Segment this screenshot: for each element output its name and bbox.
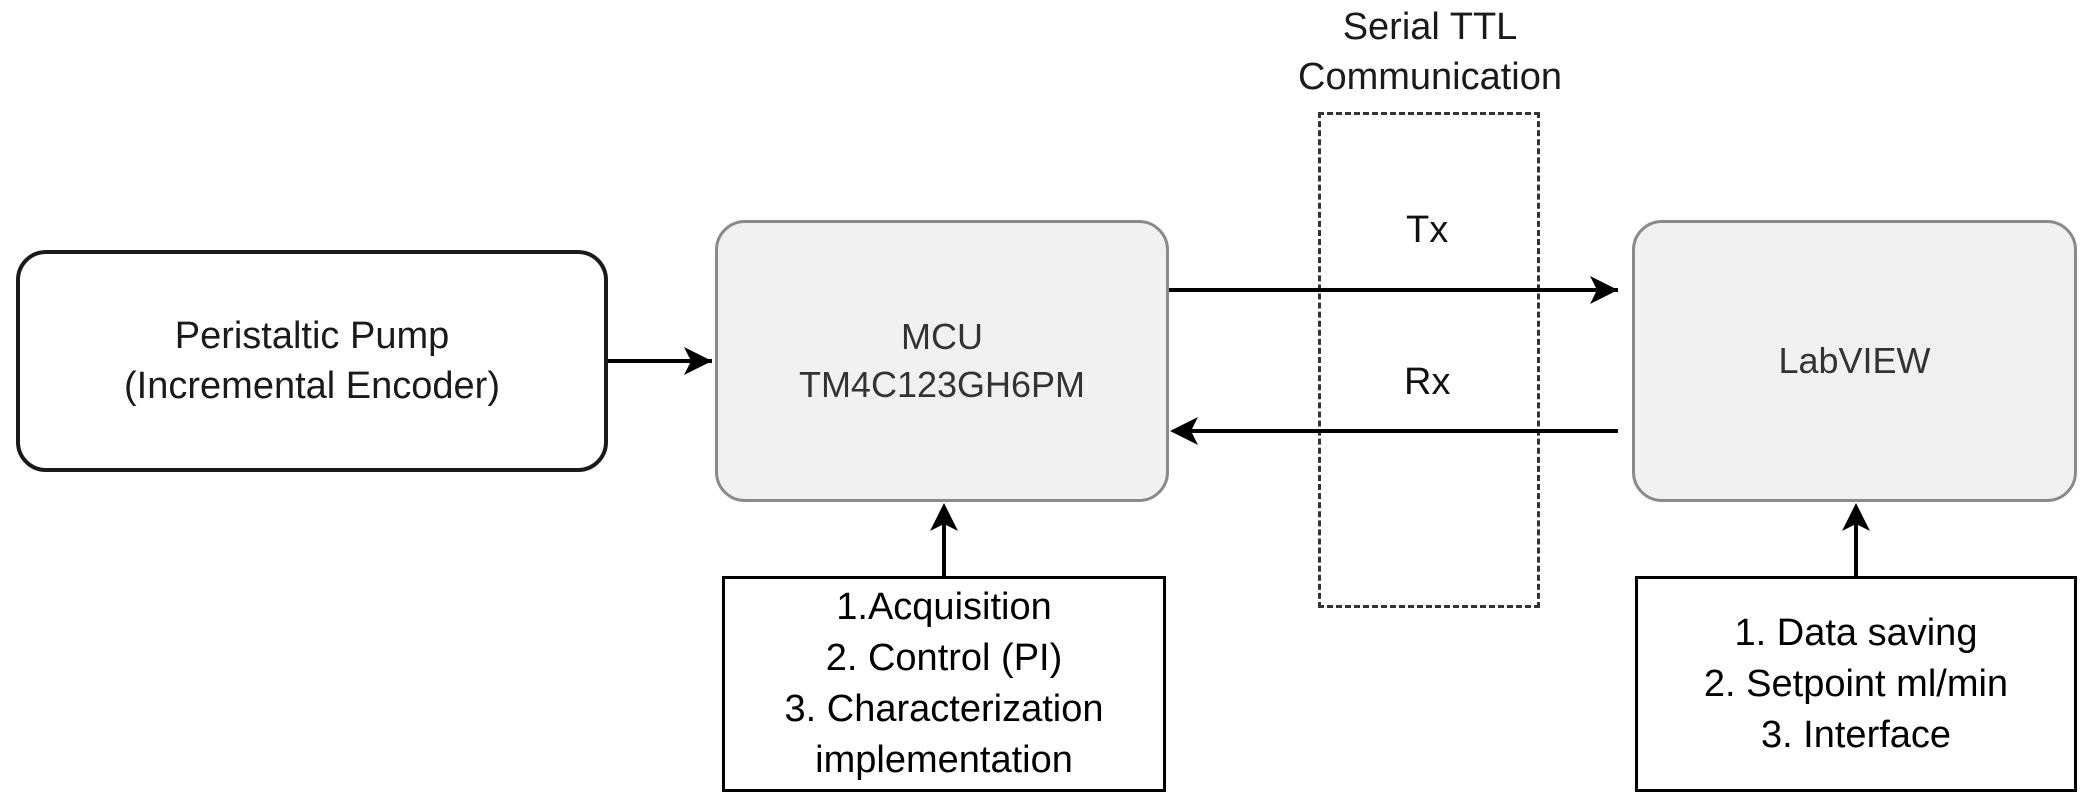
labview-task-3: 3. Interface xyxy=(1760,713,1952,756)
tx-label: Tx xyxy=(1406,209,1449,251)
mcu-tasks-box: 1.Acquisition 2. Control (PI) 3. Charact… xyxy=(722,576,1166,792)
mcu-task-3: 3. Characterization xyxy=(784,688,1104,730)
mcu-tasks-arrowhead xyxy=(930,503,958,531)
pump-to-mcu-arrowhead xyxy=(684,347,712,375)
mcu-task-1: 1.Acquisition xyxy=(836,586,1052,628)
pump-label-line-1: Peristaltic Pump xyxy=(174,315,450,357)
rx-arrowhead xyxy=(1170,417,1198,445)
labview-task-1: 1. Data saving xyxy=(1734,611,1978,654)
pump-label-line-2: (Incremental Encoder) xyxy=(124,365,500,407)
labview-label: LabVIEW xyxy=(1778,340,1931,381)
tx-arrowhead xyxy=(1590,276,1618,304)
mcu-box: MCU TM4C123GH6PM xyxy=(715,220,1169,502)
rx-label: Rx xyxy=(1404,361,1451,403)
labview-task-2: 2. Setpoint ml/min xyxy=(1703,662,2009,705)
serial-ttl-label: Serial TTL Communication xyxy=(1230,2,1630,102)
mcu-label-line-1: MCU xyxy=(901,316,983,357)
serial-ttl-dashed-box xyxy=(1318,112,1540,608)
serial-label-line-2: Communication xyxy=(1298,56,1562,98)
labview-tasks-box: 1. Data saving 2. Setpoint ml/min 3. Int… xyxy=(1635,576,2077,792)
mcu-task-2: 2. Control (PI) xyxy=(825,637,1063,679)
labview-box: LabVIEW xyxy=(1632,220,2077,502)
serial-label-line-1: Serial TTL xyxy=(1342,6,1518,48)
mcu-label-line-2: TM4C123GH6PM xyxy=(798,364,1086,405)
peristaltic-pump-box: Peristaltic Pump (Incremental Encoder) xyxy=(16,250,608,472)
mcu-task-3-continued: implementation xyxy=(815,739,1073,781)
labview-tasks-arrowhead xyxy=(1842,503,1870,531)
